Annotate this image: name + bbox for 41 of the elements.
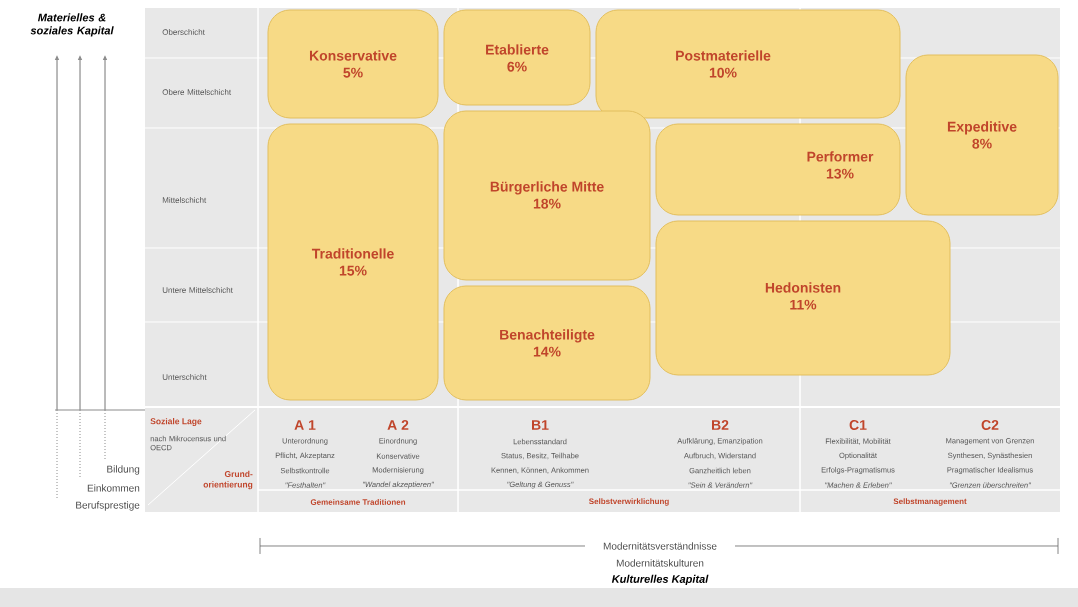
axis-label: Modernitätsverständnisse — [603, 542, 717, 550]
milieu-label: Postmaterielle 10% — [676, 50, 771, 78]
segment-code: C2 — [981, 420, 999, 430]
milieu-label: Expeditive 8% — [947, 121, 1017, 149]
milieu-area — [267, 9, 439, 119]
axis-label: Modernitätskulturen — [616, 559, 704, 567]
milieu-area — [595, 9, 901, 119]
milieu-area — [267, 123, 439, 401]
milieu-label: Benachteiligte 14% — [500, 329, 595, 357]
row-label: Unterschicht — [162, 374, 207, 380]
axis-label: Einkommen — [87, 484, 140, 492]
milieu-area — [655, 123, 901, 216]
milieu-area — [655, 220, 951, 376]
axis-label: Bildung — [107, 465, 140, 475]
segment-code: A 1 — [294, 420, 316, 430]
segment-code: C1 — [849, 420, 867, 430]
milieu-label: Konservative 5% — [310, 50, 397, 78]
milieu-label: Traditionelle 15% — [311, 248, 394, 276]
milieu-label: Performer 13% — [807, 151, 874, 179]
axis-title: Materielles & soziales Kapital — [30, 13, 114, 37]
group-label: Gemeinsame Traditionen — [310, 499, 406, 505]
axis-title: Kulturelles Kapital — [611, 574, 709, 586]
milieu-area — [443, 110, 651, 281]
segment-code: A 2 — [387, 420, 409, 430]
row-label: Untere Mittelschicht — [162, 287, 233, 293]
milieu-area — [443, 285, 651, 401]
milieu-area — [905, 54, 1059, 216]
segment-code: B2 — [712, 420, 729, 430]
group-label: Selbstmanagement — [893, 498, 967, 506]
milieu-label: Hedonisten 11% — [765, 282, 841, 310]
milieu-area — [443, 9, 591, 106]
milieu-label: Etablierte 6% — [486, 44, 549, 72]
row-label: Obere Mittelschicht — [162, 89, 232, 95]
group-label: Selbstverwirklichung — [589, 498, 669, 506]
axis-label: Berufsprestige — [76, 501, 140, 511]
row-label: Oberschicht — [162, 29, 205, 35]
row-heading: Soziale Lage — [150, 418, 202, 426]
row-label: Mittelschicht — [162, 197, 207, 203]
column-heading: Grund-orientierung — [203, 470, 253, 490]
segment-code: B1 — [532, 420, 549, 430]
milieu-label: Bürgerliche Mitte 18% — [490, 181, 604, 209]
